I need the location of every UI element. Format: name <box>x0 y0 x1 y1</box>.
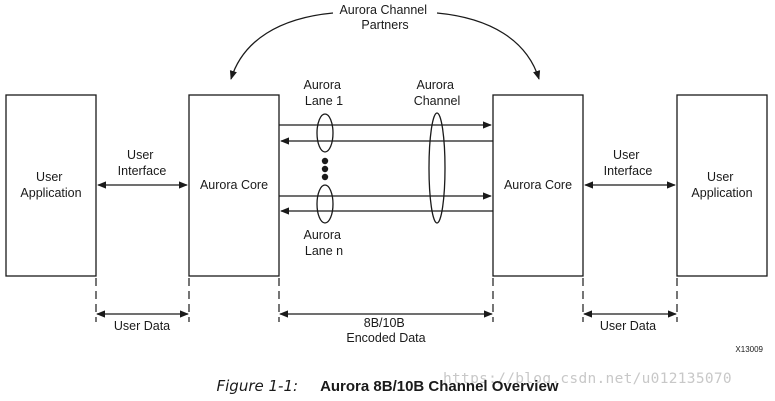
user-data-left-label: User Data <box>114 319 170 333</box>
lanen-label: Aurora Lane n <box>303 228 344 258</box>
user-data-right-label: User Data <box>600 319 656 333</box>
user-interface-right-label: User Interface <box>604 148 653 178</box>
user-application-left-box <box>5 94 97 277</box>
lanen-ellipse <box>316 184 334 224</box>
user-application-right-box <box>676 94 768 277</box>
user-application-left-label: User Application <box>20 170 81 200</box>
channel-partners-label: Aurora Channel Partners <box>339 3 430 32</box>
lane-dot-3 <box>321 173 329 181</box>
figure-caption: Figure 1-1: Aurora 8B/10B Channel Overvie… <box>0 377 775 395</box>
user-interface-left-label: User Interface <box>118 148 167 178</box>
encoded-data-label: 8B/10B Encoded Data <box>346 316 425 345</box>
aurora-core-left-box <box>188 94 280 277</box>
aurora-core-left-label: Aurora Core <box>200 178 268 192</box>
lane-dot-2 <box>321 165 329 173</box>
partners-arrow-right <box>436 12 541 80</box>
channel-ellipse <box>428 112 446 224</box>
lane1-label: Aurora Lane 1 <box>303 78 344 108</box>
partners-arrow-left <box>229 12 334 80</box>
figure-code: X13009 <box>735 345 763 354</box>
boundary-guides <box>95 278 678 322</box>
figure-title: Aurora 8B/10B Channel Overview <box>320 378 559 395</box>
lane-dot-1 <box>321 157 329 165</box>
watermark: https://blog.csdn.net/u012135070 <box>443 371 732 387</box>
figure-number: Figure 1-1: <box>216 377 299 395</box>
aurora-core-right-box <box>492 94 584 277</box>
user-application-right-label: User Application <box>691 170 752 200</box>
lane1-ellipse <box>316 113 334 153</box>
channel-label: Aurora Channel <box>414 78 461 108</box>
aurora-core-right-label: Aurora Core <box>504 178 572 192</box>
